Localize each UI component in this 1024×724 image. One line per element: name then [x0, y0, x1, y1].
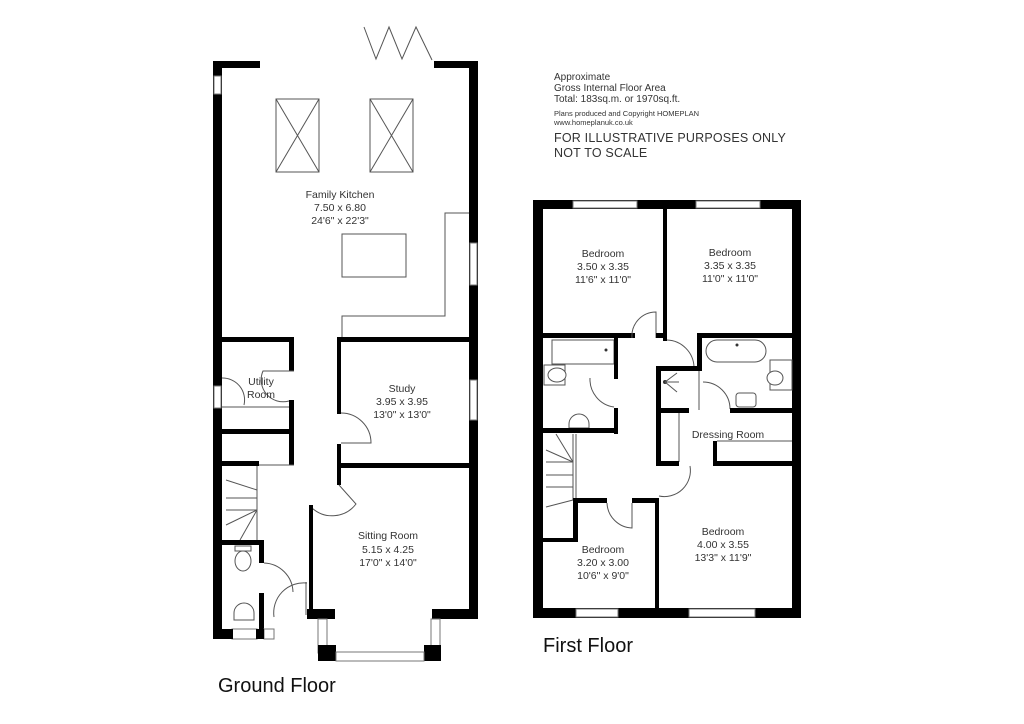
room-name-family-kitchen: Family Kitchen	[306, 189, 375, 201]
window-icon	[688, 608, 756, 618]
room-imperial-bedroom-1: 11'6" x 11'0"	[575, 274, 631, 286]
room-name-dressing-room: Dressing Room	[692, 429, 765, 441]
door-swing-icon	[606, 502, 633, 529]
bath-icon	[551, 339, 615, 365]
kitchen-counter	[341, 212, 469, 338]
window-icon	[469, 379, 478, 421]
first-floor-plan: Bedroom 3.50 x 3.35 11'6" x 11'0" Bedroo…	[533, 200, 801, 657]
room-name-bedroom-1: Bedroom	[582, 248, 625, 260]
skylight-icon	[369, 98, 414, 173]
room-metric-study: 3.95 x 3.95	[376, 396, 428, 408]
room-name-utility-line1: Utility	[248, 376, 274, 388]
area-total: Total: 183sq.m. or 1970sq.ft.	[554, 94, 681, 105]
window-icon	[213, 75, 222, 95]
door-swing-icon	[221, 377, 246, 406]
room-name-utility-line2: Room	[247, 389, 275, 401]
toilet-icon	[234, 550, 252, 572]
toilet-icon	[547, 367, 567, 383]
staircase-icon	[545, 433, 577, 508]
door-swing-icon	[273, 582, 308, 618]
window-icon	[469, 242, 478, 286]
window-icon	[695, 200, 761, 209]
freestanding-bath-icon	[705, 339, 767, 363]
copyright-line: Plans produced and Copyright HOMEPLAN	[554, 109, 700, 118]
door-swing-icon	[260, 370, 294, 403]
room-name-bedroom-3: Bedroom	[582, 544, 625, 556]
bifold-door-icon	[363, 25, 433, 61]
room-imperial-study: 13'0" x 13'0"	[373, 409, 431, 421]
room-imperial-family-kitchen: 24'6" x 22'3"	[311, 215, 369, 227]
door-swing-icon	[702, 381, 731, 410]
ground-floor-label: Ground Floor	[218, 675, 336, 697]
door-opening	[213, 385, 222, 409]
room-name-sitting-room: Sitting Room	[358, 530, 418, 542]
floor-area-info: Approximate Gross Internal Floor Area To…	[554, 72, 786, 161]
room-name-bedroom-2: Bedroom	[709, 247, 752, 259]
door-swing-icon	[340, 412, 372, 444]
door-swing-icon	[311, 484, 357, 517]
room-imperial-bedroom-3: 10'6" x 9'0"	[577, 570, 629, 582]
room-metric-bedroom-3: 3.20 x 3.00	[577, 557, 629, 569]
disclaimer-line-2: NOT TO SCALE	[554, 146, 648, 160]
door-swing-icon	[666, 339, 695, 368]
basin-icon	[735, 392, 757, 408]
room-name-bedroom-4: Bedroom	[702, 526, 745, 538]
window-icon	[575, 608, 619, 618]
basin-icon	[233, 602, 255, 621]
room-metric-bedroom-4: 4.00 x 3.55	[697, 539, 749, 551]
door-swing-icon	[631, 311, 657, 339]
area-line-2: Gross Internal Floor Area	[554, 83, 666, 94]
room-metric-sitting-room: 5.15 x 4.25	[362, 544, 414, 556]
room-metric-bedroom-1: 3.50 x 3.35	[577, 261, 629, 273]
skylight-icon	[275, 98, 320, 173]
toilet-icon	[766, 370, 784, 386]
disclaimer-line-1: FOR ILLUSTRATIVE PURPOSES ONLY	[554, 131, 786, 145]
staircase-icon	[225, 466, 258, 541]
room-metric-family-kitchen: 7.50 x 6.80	[314, 202, 366, 214]
door-swing-icon	[589, 377, 615, 408]
shower-icon	[663, 372, 679, 393]
website-line: www.homeplanuk.co.uk	[554, 118, 633, 127]
room-imperial-sitting-room: 17'0" x 14'0"	[359, 557, 417, 569]
room-metric-bedroom-2: 3.35 x 3.35	[704, 260, 756, 272]
ground-floor-plan: Family Kitchen 7.50 x 6.80 24'6" x 22'3"…	[213, 25, 478, 697]
room-imperial-bedroom-4: 13'3" x 11'9"	[695, 552, 752, 564]
door-swing-icon	[658, 465, 691, 498]
door-swing-icon	[263, 562, 294, 593]
kitchen-island	[341, 233, 407, 278]
area-line-1: Approximate	[554, 72, 611, 83]
room-imperial-bedroom-2: 11'0" x 11'0"	[702, 273, 758, 285]
room-name-study: Study	[389, 383, 417, 395]
first-floor-label: First Floor	[543, 635, 633, 657]
window-icon	[572, 200, 638, 209]
basin-icon	[568, 413, 590, 429]
